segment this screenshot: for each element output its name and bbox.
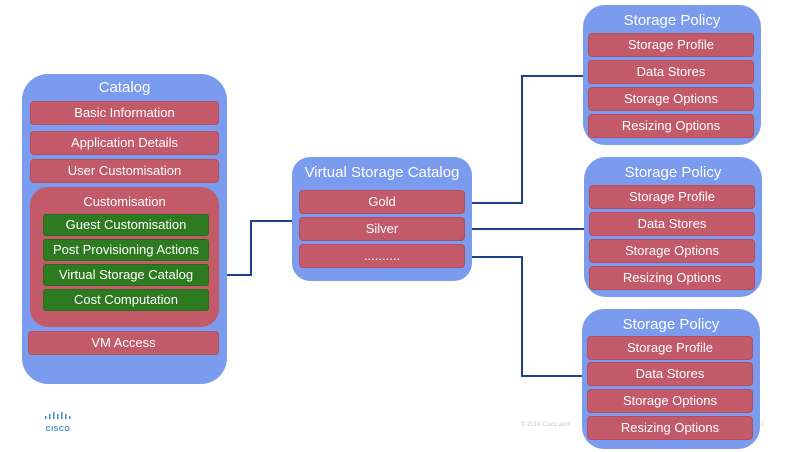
customisation-item-cost-computation[interactable]: Cost Computation: [43, 289, 209, 311]
storage-policy-item-storage-options[interactable]: Storage Options: [587, 389, 753, 413]
cisco-logo: CISCO: [43, 408, 77, 433]
storage-policy-item-storage-options[interactable]: Storage Options: [589, 239, 755, 263]
storage-policy-item-resizing-options[interactable]: Resizing Options: [587, 416, 753, 440]
storage-policy-item-resizing-options[interactable]: Resizing Options: [588, 114, 754, 138]
customisation-title: Customisation: [83, 194, 166, 209]
storage-policy-item-storage-profile[interactable]: Storage Profile: [588, 33, 754, 57]
catalog-panel: Catalog Basic Information Application De…: [22, 74, 227, 384]
storage-policy-item-storage-options[interactable]: Storage Options: [588, 87, 754, 111]
storage-policy-item-resizing-options[interactable]: Resizing Options: [589, 266, 755, 290]
cisco-bars-icon: [45, 412, 71, 419]
copyright-text: © 2014 Cisco and/: [521, 422, 571, 428]
catalog-item-vm-access[interactable]: VM Access: [28, 331, 219, 355]
storage-policy-item-data-stores[interactable]: Data Stores: [587, 362, 753, 386]
storage-policy-panel-2: Storage Policy Storage Profile Data Stor…: [584, 157, 762, 297]
storage-policy-item-storage-profile[interactable]: Storage Profile: [589, 185, 755, 209]
customisation-item-post-provisioning-actions[interactable]: Post Provisioning Actions: [43, 239, 209, 261]
vsc-title: Virtual Storage Catalog: [304, 164, 460, 181]
connector-gold-to-policy-1: [465, 75, 584, 204]
vsc-item-more[interactable]: ..........: [299, 244, 465, 268]
catalog-title: Catalog: [98, 79, 151, 96]
storage-policy-item-storage-profile[interactable]: Storage Profile: [587, 336, 753, 360]
storage-policy-item-data-stores[interactable]: Data Stores: [589, 212, 755, 236]
catalog-item-application-details[interactable]: Application Details: [30, 131, 219, 155]
page-number: 7: [761, 422, 765, 428]
catalog-item-user-customisation[interactable]: User Customisation: [30, 159, 219, 183]
cisco-logo-text: CISCO: [45, 426, 71, 433]
catalog-item-basic-information[interactable]: Basic Information: [30, 101, 219, 125]
storage-policy-title: Storage Policy: [623, 12, 721, 29]
connector-other-to-policy-3: [465, 256, 584, 377]
vsc-item-gold[interactable]: Gold: [299, 190, 465, 214]
storage-policy-item-data-stores[interactable]: Data Stores: [588, 60, 754, 84]
storage-policy-title: Storage Policy: [624, 164, 722, 181]
virtual-storage-catalog-panel: Virtual Storage Catalog Gold Silver ....…: [292, 157, 472, 281]
storage-policy-panel-3: Storage Policy Storage Profile Data Stor…: [582, 309, 760, 449]
storage-policy-panel-1: Storage Policy Storage Profile Data Stor…: [583, 5, 761, 145]
customisation-item-guest-customisation[interactable]: Guest Customisation: [43, 214, 209, 236]
customisation-group: Customisation Guest Customisation Post P…: [30, 187, 219, 327]
vsc-item-silver[interactable]: Silver: [299, 217, 465, 241]
customisation-item-virtual-storage-catalog[interactable]: Virtual Storage Catalog: [43, 264, 209, 286]
storage-policy-title: Storage Policy: [622, 316, 720, 333]
connector-catalog-to-vsc: [209, 220, 294, 276]
